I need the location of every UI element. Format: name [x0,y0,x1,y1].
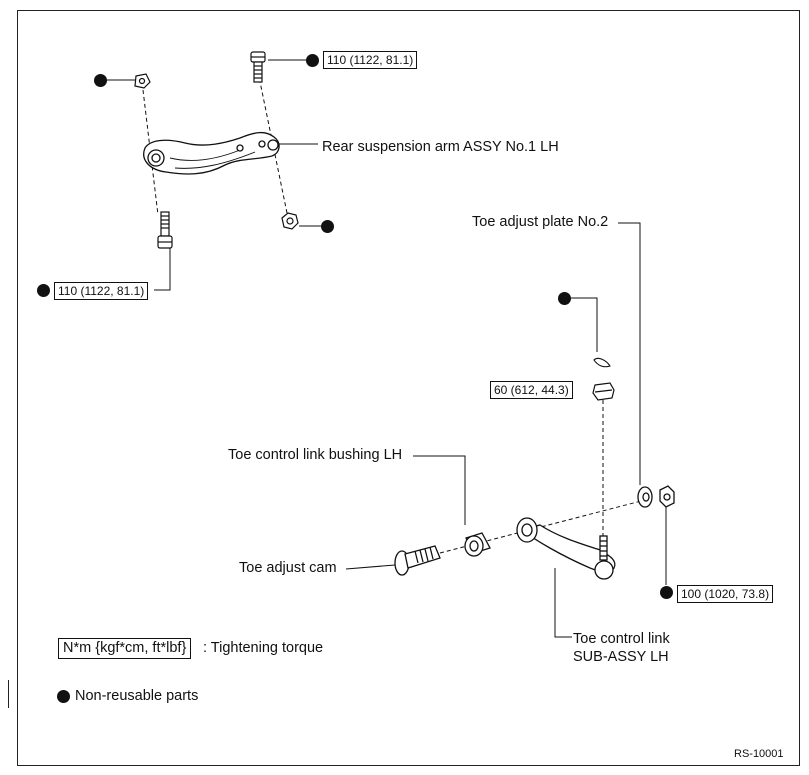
label-toe-control-link-bushing: Toe control link bushing LH [228,447,403,463]
nonreusable-dot-legend [57,690,70,703]
cotter-pin [593,357,611,368]
toe-adjust-cam [394,545,441,576]
leader-lines [106,59,667,638]
top-left-nut [134,73,151,89]
margin-bar [8,680,9,708]
nonreusable-dot-cotter-pin [558,292,571,305]
diagram-frame [17,10,800,766]
top-bolt [250,51,266,83]
toe-nut-top [592,382,615,401]
torque-top-bolt: 110 (1122, 81.1) [323,51,418,69]
nonreusable-dot-lower-bolt [37,284,50,297]
figure-code: RS-10001 [734,748,784,760]
torque-toe-nut-top: 60 (612, 44.3) [490,381,573,399]
torque-lower-bolt: 110 (1122, 81.1) [54,282,149,300]
toe-adjust-plate [637,486,653,508]
rear-suspension-arm [143,131,280,175]
label-toe-control-link-line2: SUB-ASSY LH [573,649,669,665]
torque-toe-nut-right: 100 (1020, 73.8) [677,585,774,603]
nonreusable-dot-top-left-nut [94,74,107,87]
label-toe-control-link-line1: Toe control link [573,631,670,647]
legend-nonreusable: Non-reusable parts [75,688,199,704]
nonreusable-dot-toe-nut [660,586,673,599]
toe-control-link [516,517,616,580]
arm-nut [281,212,299,230]
label-rear-suspension-arm: Rear suspension arm ASSY No.1 LH [322,139,559,155]
toe-nut-right [659,485,675,508]
label-toe-adjust-cam: Toe adjust cam [239,560,337,576]
nonreusable-dot-arm-nut [321,220,334,233]
lower-bolt [157,211,173,249]
legend-torque-desc: : Tightening torque [203,640,324,656]
label-toe-adjust-plate: Toe adjust plate No.2 [472,214,609,230]
legend-torque-unit: N*m {kgf*cm, ft*lbf} [58,638,192,659]
toe-bushing [464,532,491,557]
nonreusable-dot-top-bolt [306,54,319,67]
